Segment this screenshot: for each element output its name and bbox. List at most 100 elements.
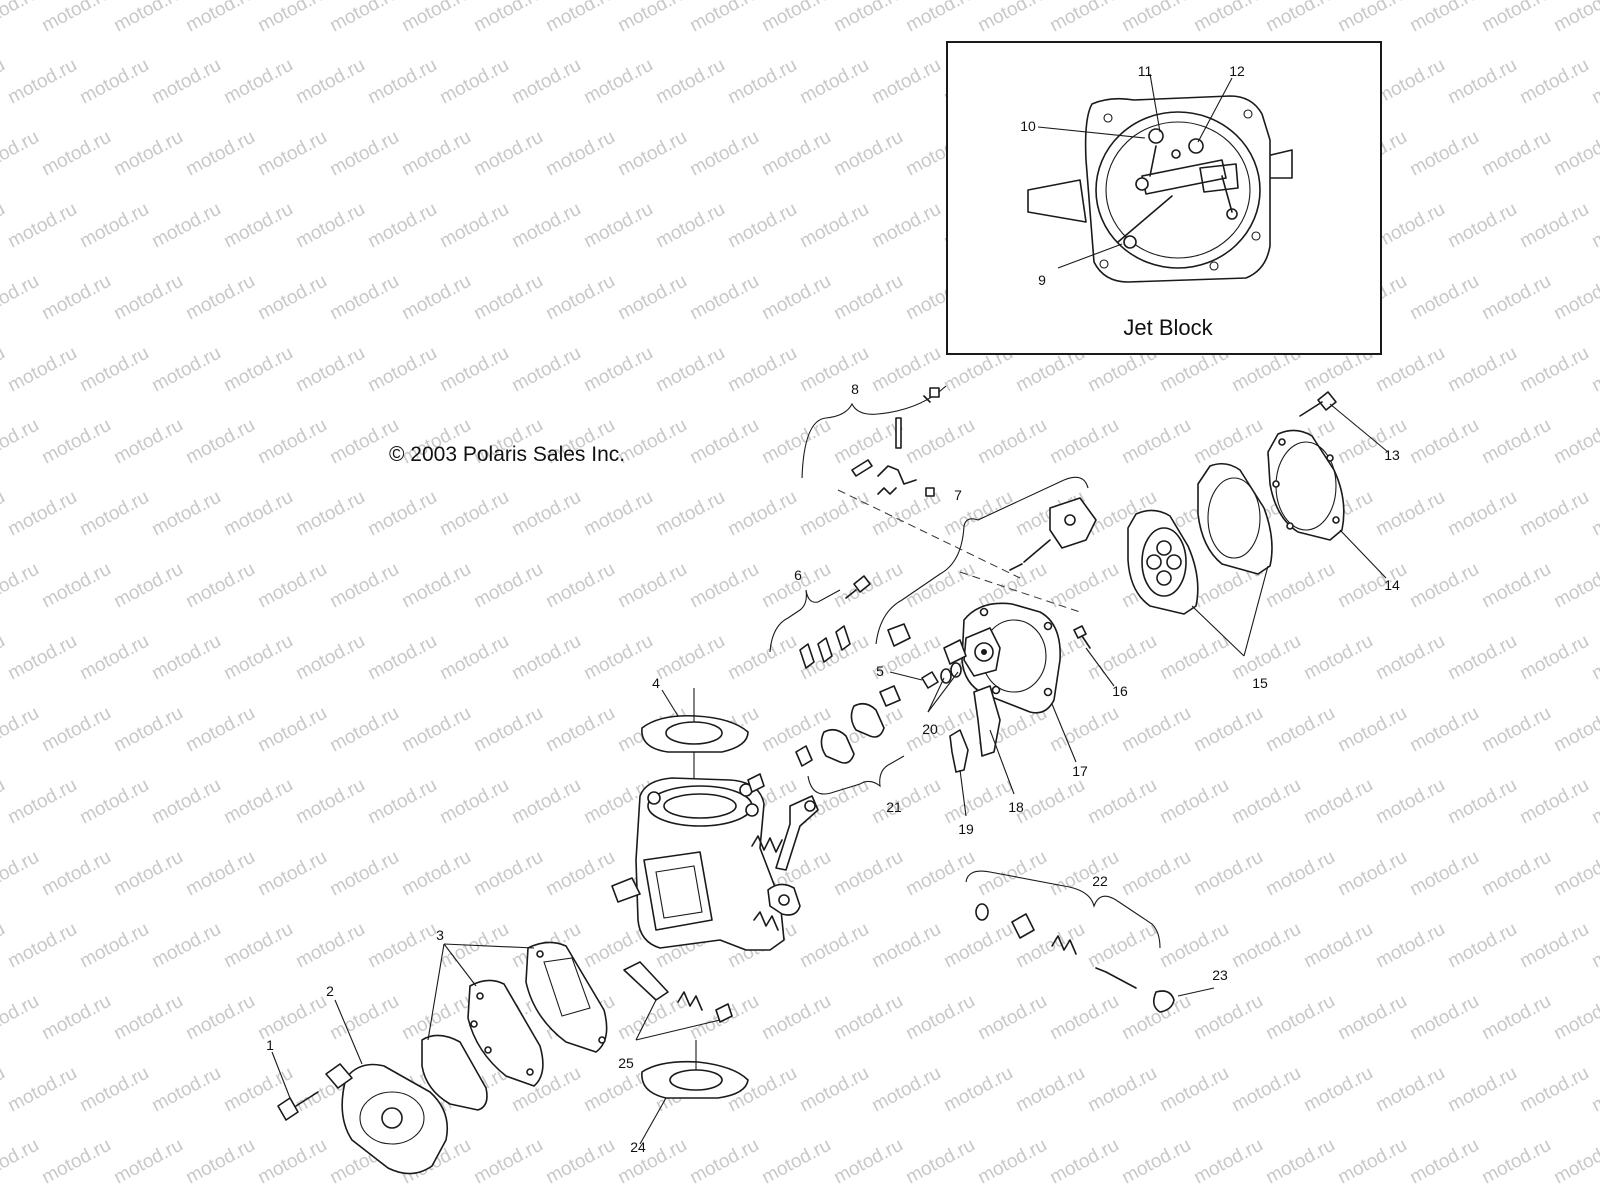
watermark-text: motod.ru <box>1012 1063 1088 1117</box>
cover-hole <box>1043 687 1053 697</box>
watermark-text: motod.ru <box>220 631 296 685</box>
watermark-text: motod.ru <box>148 919 224 973</box>
callout-leader <box>1197 77 1233 143</box>
watermark-text: motod.ru <box>542 127 618 181</box>
jet-block-bore-inner <box>1105 121 1251 259</box>
callout-leader <box>1339 529 1387 579</box>
watermark-text: motod.ru <box>326 703 402 757</box>
callout-15: 15 <box>1252 675 1268 691</box>
watermark-text: motod.ru <box>470 1135 546 1189</box>
watermark-text: motod.ru <box>0 1135 43 1189</box>
watermark-text: motod.ru <box>1588 55 1600 109</box>
watermark-text: motod.ru <box>1046 559 1122 613</box>
watermark-text: motod.ru <box>1118 1135 1194 1189</box>
watermark-text: motod.ru <box>796 343 872 397</box>
watermark-text: motod.ru <box>1334 703 1410 757</box>
watermark-text: motod.ru <box>652 631 728 685</box>
watermark-text: motod.ru <box>0 127 43 181</box>
watermark-text: motod.ru <box>1156 631 1232 685</box>
watermark-text: motod.ru <box>1444 55 1520 109</box>
carb-front-face <box>643 851 713 931</box>
watermark-text: motod.ru <box>436 631 512 685</box>
pivot-screw <box>1226 208 1238 220</box>
carb-front-window <box>655 865 703 919</box>
watermark-text: motod.ru <box>76 775 152 829</box>
watermark-text: motod.ru <box>110 559 186 613</box>
callout-11: 11 <box>1138 63 1153 79</box>
gasket-19 <box>949 729 969 773</box>
callout-labels: 1 2 3 4 5 13 14 15 16 17 18 19 20 21 22 … <box>266 447 1400 1155</box>
callout-5: 5 <box>876 663 884 679</box>
watermark-text: motod.ru <box>292 919 368 973</box>
o-ring-20 <box>950 662 962 678</box>
watermark-text: motod.ru <box>398 271 474 325</box>
watermark-text: motod.ru <box>38 559 114 613</box>
gasket-4-hole <box>665 721 723 745</box>
cover-hole <box>1272 480 1280 488</box>
gasket-hole <box>470 1020 478 1028</box>
diaphragm-stack <box>1127 391 1345 615</box>
watermark-text: motod.ru <box>1406 0 1482 36</box>
watermark-text: motod.ru <box>868 55 944 109</box>
jet-spring <box>677 991 703 1011</box>
callout-leader <box>271 1051 291 1099</box>
gasket-hole <box>484 1046 492 1054</box>
throttle-lever <box>775 795 819 871</box>
callout-leader <box>661 689 679 717</box>
watermark-text: motod.ru <box>1406 127 1482 181</box>
watermark-text: motod.ru <box>758 271 834 325</box>
watermark-text: motod.ru <box>1444 1063 1520 1117</box>
watermark-text: motod.ru <box>1478 559 1554 613</box>
callout-leader <box>443 943 477 987</box>
inset-title: Jet Block <box>1123 315 1213 340</box>
callout-6: 6 <box>794 567 802 583</box>
watermark-text: motod.ru <box>796 919 872 973</box>
watermark-text: motod.ru <box>254 271 330 325</box>
screw-shank <box>923 395 931 403</box>
callout-leader <box>635 1019 721 1041</box>
watermark-text: motod.ru <box>1406 703 1482 757</box>
gasket-hole <box>476 992 484 1000</box>
watermark-text: motod.ru <box>1012 775 1088 829</box>
jet-block-left-arm <box>1027 179 1087 223</box>
watermark-text: motod.ru <box>580 487 656 541</box>
pump-body-face <box>359 1091 425 1145</box>
watermark-text: motod.ru <box>1190 415 1266 469</box>
diaphragm-hole <box>1146 554 1162 570</box>
watermark-text: motod.ru <box>542 703 618 757</box>
main-jet <box>623 961 669 1001</box>
watermark-text: motod.ru <box>1588 631 1600 685</box>
watermark-text: motod.ru <box>1190 847 1266 901</box>
watermark-text: motod.ru <box>1444 487 1520 541</box>
watermark-text: motod.ru <box>38 703 114 757</box>
watermark-text: motod.ru <box>364 55 440 109</box>
screw-1-head <box>277 1097 299 1121</box>
watermark-text: motod.ru <box>868 199 944 253</box>
watermark-text: motod.ru <box>0 199 9 253</box>
watermark-text: motod.ru <box>292 775 368 829</box>
watermark-text: motod.ru <box>436 55 512 109</box>
watermark-text: motod.ru <box>0 55 9 109</box>
watermark-text: motod.ru <box>1334 847 1410 901</box>
watermark-text: motod.ru <box>1478 127 1554 181</box>
plug-fitting <box>887 623 911 647</box>
plug-5 <box>921 671 939 689</box>
watermark-text: motod.ru <box>1516 1063 1592 1117</box>
watermark-text: motod.ru <box>1588 487 1600 541</box>
part-group-22 <box>965 870 1175 1013</box>
watermark-text: motod.ru <box>614 0 690 36</box>
watermark-text: motod.ru <box>686 0 762 36</box>
watermark-text: motod.ru <box>1478 415 1554 469</box>
watermark-text: motod.ru <box>220 775 296 829</box>
callout-12: 12 <box>1229 63 1245 79</box>
watermark-text: motod.ru <box>110 415 186 469</box>
gasket-hole <box>598 1036 606 1044</box>
watermark-text: motod.ru <box>758 1135 834 1189</box>
watermark-text: motod.ru <box>1516 919 1592 973</box>
watermark-text: motod.ru <box>1118 0 1194 36</box>
watermark-text: motod.ru <box>364 919 440 973</box>
jet-block-inset: 9 10 11 12 Jet Block <box>946 41 1382 355</box>
callout-18: 18 <box>1008 799 1024 815</box>
watermark-text: motod.ru <box>148 199 224 253</box>
